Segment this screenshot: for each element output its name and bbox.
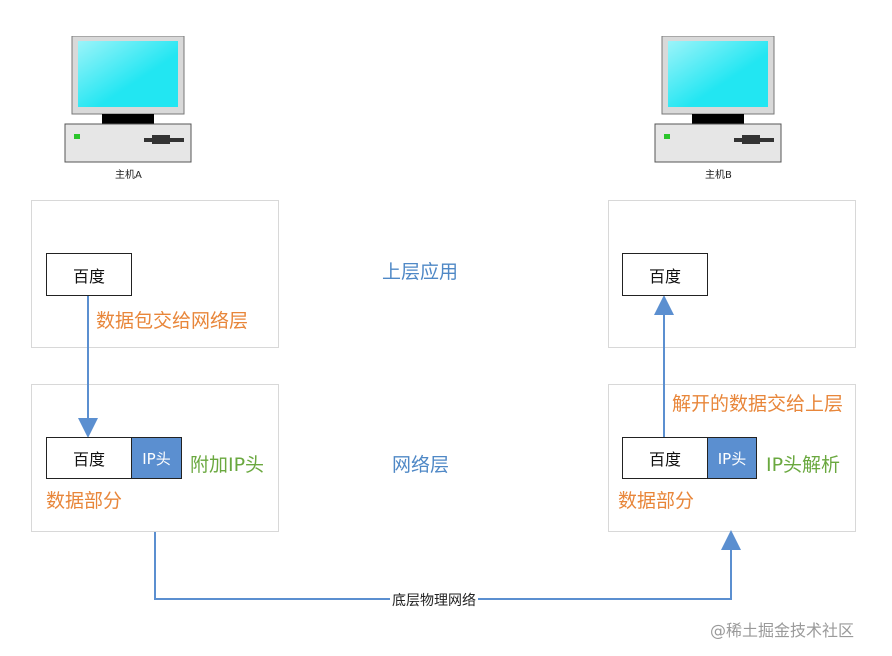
right-ip-header-box: IP头	[707, 437, 757, 479]
left-add-header-label: 附加IP头	[190, 454, 265, 476]
left-upper-baidu-box: 百度	[46, 253, 132, 296]
physical-network-label: 底层物理网络	[390, 590, 478, 610]
right-network-baidu-box: 百度	[622, 437, 708, 479]
right-parse-header-label: IP头解析	[766, 454, 841, 476]
host-b-label: 主机B	[705, 170, 732, 181]
right-upper-baidu-box: 百度	[622, 253, 708, 296]
left-network-baidu-box: 百度	[46, 437, 132, 479]
watermark: @稀土掘金技术社区	[710, 621, 855, 640]
host-a-computer-icon	[62, 36, 194, 164]
left-handoff-label: 数据包交给网络层	[96, 310, 249, 332]
right-unpack-label: 解开的数据交给上层	[672, 393, 844, 415]
network-layer-label: 网络层	[392, 454, 450, 476]
upper-layer-label: 上层应用	[382, 261, 459, 283]
host-b-computer-icon	[652, 36, 784, 164]
right-data-part-label: 数据部分	[618, 490, 695, 512]
left-data-part-label: 数据部分	[46, 490, 123, 512]
left-ip-header-box: IP头	[131, 437, 182, 479]
host-a-label: 主机A	[115, 170, 142, 181]
